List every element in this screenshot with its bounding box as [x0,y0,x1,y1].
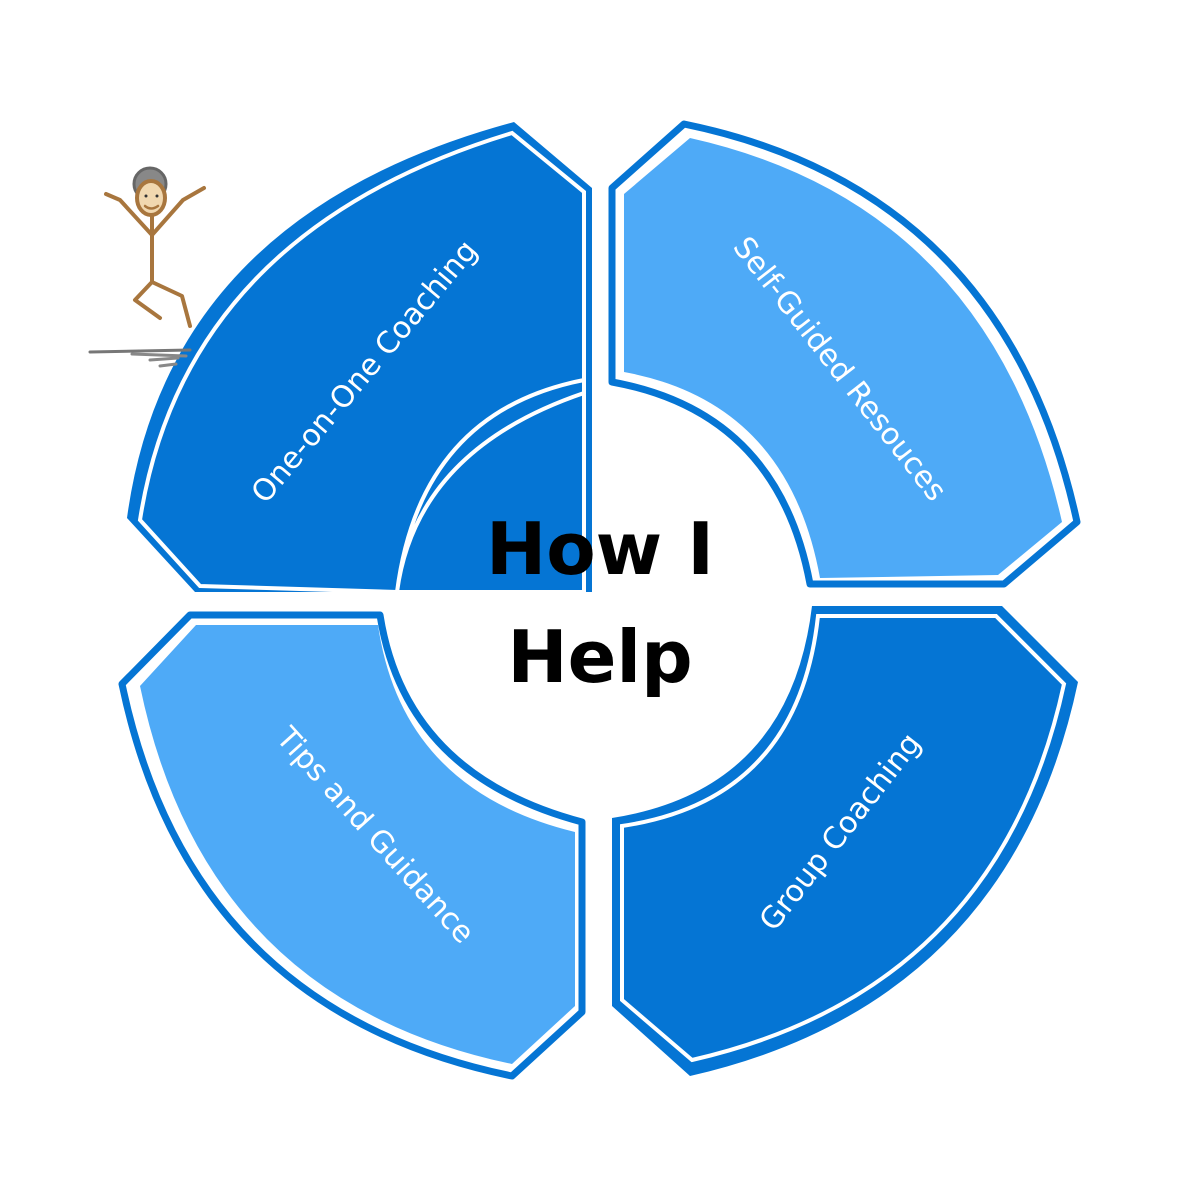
segment-bottom-right-front [620,614,1067,1063]
center-title-line-1: How I [485,507,715,591]
center-title-line-2: Help [507,615,693,699]
jumping-stick-figure-icon [88,166,206,368]
segment-bottom-left: Tips and Guidance [118,611,586,1080]
segment-bottom-left-fill [140,625,575,1064]
center-title: How I Help [400,495,800,711]
segment-bottom-right: Group Coaching [612,606,1078,1076]
segment-top-right-fill [624,138,1062,578]
segment-top-left-front [137,130,586,595]
segment-top-left: One-on-One Coaching [127,122,592,595]
segment-top-right: Self-Guided Resouces [608,120,1081,588]
